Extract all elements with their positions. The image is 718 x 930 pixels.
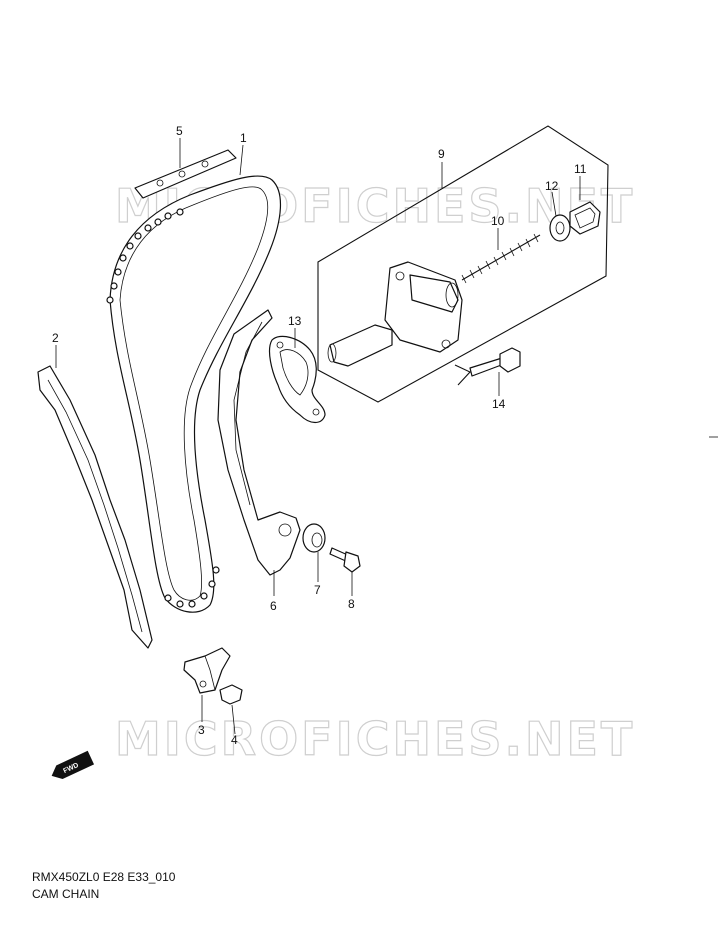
bracket-bolt bbox=[219, 684, 243, 705]
callout-5: 5 bbox=[176, 124, 183, 138]
guide-bracket bbox=[183, 647, 231, 694]
callout-10: 10 bbox=[491, 214, 505, 228]
collar bbox=[302, 523, 326, 553]
chain-links-lower bbox=[164, 566, 220, 608]
callout-14: 14 bbox=[492, 397, 506, 411]
callout-4: 4 bbox=[231, 733, 238, 747]
cam-chain bbox=[106, 175, 282, 613]
chain-guide-top bbox=[134, 149, 237, 199]
callout-11: 11 bbox=[574, 162, 587, 176]
cap-bolt bbox=[569, 201, 601, 235]
callout-1: 1 bbox=[240, 131, 247, 145]
callout-13: 13 bbox=[288, 314, 302, 328]
callout-9: 9 bbox=[438, 147, 445, 161]
tensioner-bolt bbox=[454, 347, 521, 386]
tensioner-spring bbox=[461, 233, 541, 284]
tensioner-assembly-box bbox=[317, 125, 609, 403]
callout-7: 7 bbox=[314, 583, 321, 597]
callout-2: 2 bbox=[52, 331, 59, 345]
chain-guide-left bbox=[37, 365, 153, 649]
washer bbox=[549, 214, 571, 242]
arm-bolt bbox=[329, 547, 361, 573]
watermark-bottom: MICROFICHES.NET bbox=[115, 712, 635, 766]
tensioner-gasket bbox=[268, 335, 326, 424]
callout-8: 8 bbox=[348, 597, 355, 611]
callout-6: 6 bbox=[270, 599, 277, 613]
fwd-arrow-icon: FWD bbox=[51, 750, 95, 780]
diagram-title: CAM CHAIN bbox=[32, 887, 100, 901]
chain-links-upper bbox=[106, 208, 184, 304]
leader-lines bbox=[55, 138, 581, 735]
callout-12: 12 bbox=[545, 179, 559, 193]
diagram-code: RMX450ZL0 E28 E33_010 bbox=[32, 870, 176, 884]
callout-3: 3 bbox=[198, 723, 205, 737]
chain-tensioner-arm bbox=[217, 309, 301, 576]
